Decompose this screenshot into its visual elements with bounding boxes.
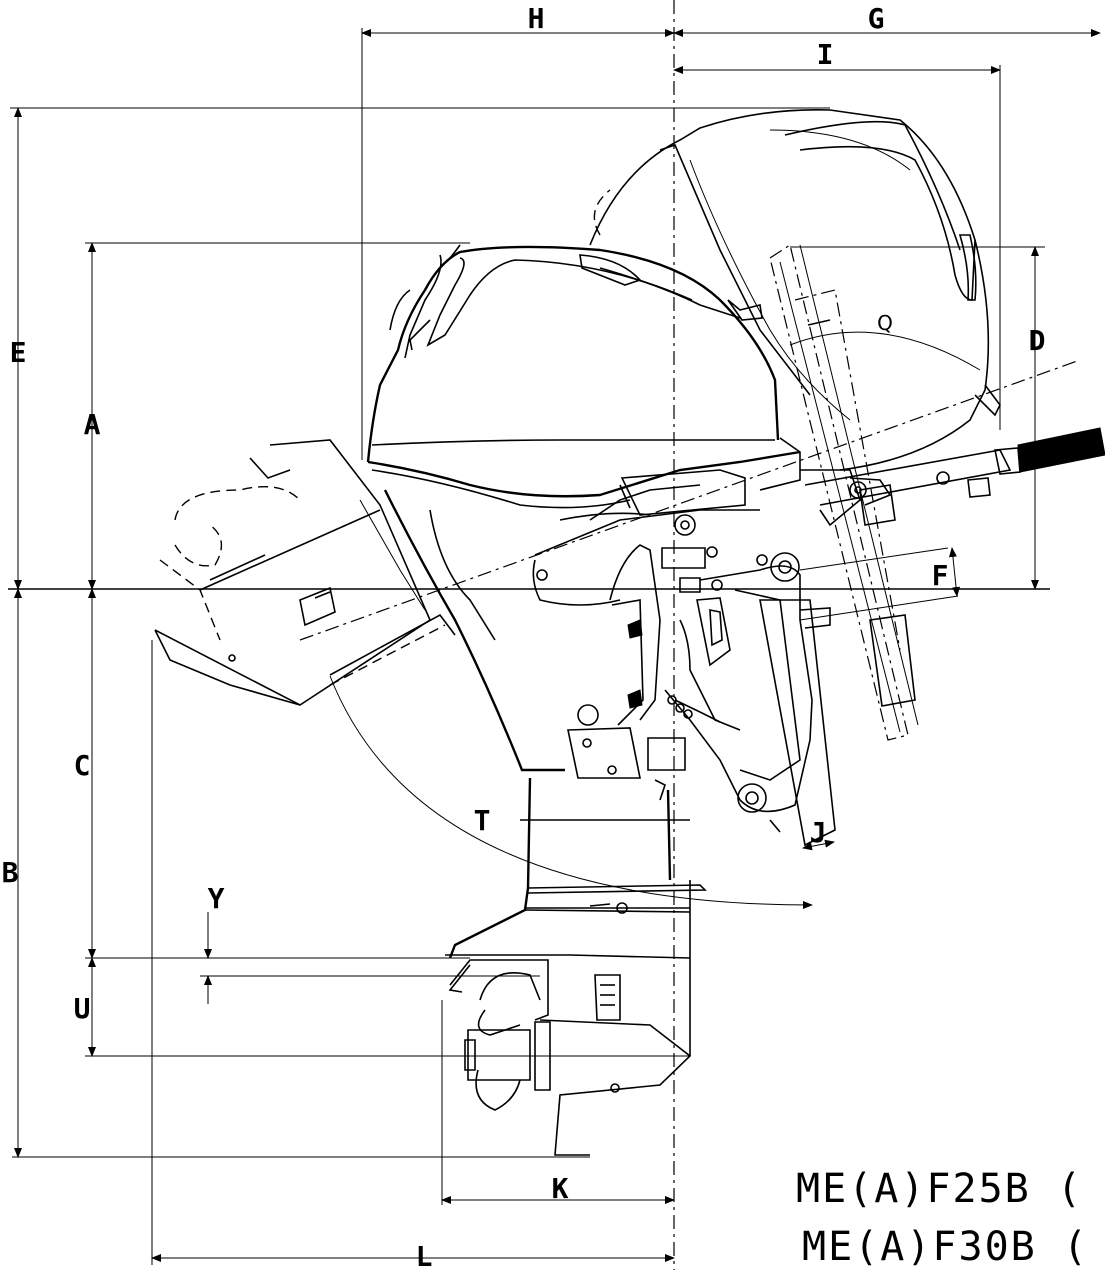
label-g: G (868, 2, 885, 35)
label-j: J (810, 816, 827, 849)
clamp-bracket (664, 552, 836, 847)
main-engine-cowling (366, 244, 801, 509)
dim-j-line (802, 839, 835, 851)
dimension-labels: H G I E A D F C B T J Y U K L Q (2, 2, 1046, 1270)
tilted-tiller-ghost (769, 244, 919, 741)
tilt-axis-line (299, 359, 1081, 641)
model-line-2: ME(A)F30B ( (802, 1224, 1089, 1270)
lower-unit (445, 777, 707, 1156)
label-i: I (817, 38, 834, 71)
tiller-grip (1017, 427, 1105, 473)
label-b: B (2, 856, 19, 889)
tilted-engine-cowling (589, 109, 1001, 471)
label-q: Q (877, 311, 893, 335)
label-y: Y (208, 882, 225, 915)
label-l: L (416, 1240, 433, 1270)
tilted-lower-unit-ghost (154, 439, 456, 706)
label-e: E (10, 336, 27, 369)
label-c: C (74, 749, 91, 782)
midsection (383, 469, 760, 772)
dim-t-arc (329, 675, 813, 909)
label-h: H (528, 2, 545, 35)
swivel-bracket (567, 544, 768, 801)
model-line-1: ME(A)F25B ( (796, 1166, 1083, 1212)
label-f: F (932, 559, 949, 592)
tiller-handle (800, 427, 1105, 527)
label-t: T (474, 804, 491, 837)
label-u: U (74, 992, 91, 1025)
label-k: K (552, 1172, 569, 1205)
dim-f-line (948, 547, 961, 597)
model-names: ME(A)F25B ( ME(A)F30B ( (796, 1166, 1089, 1270)
label-d: D (1029, 324, 1046, 357)
dimension-lines (10, 28, 1101, 1265)
reference-lines (8, 0, 1081, 1270)
label-a: A (84, 408, 101, 441)
